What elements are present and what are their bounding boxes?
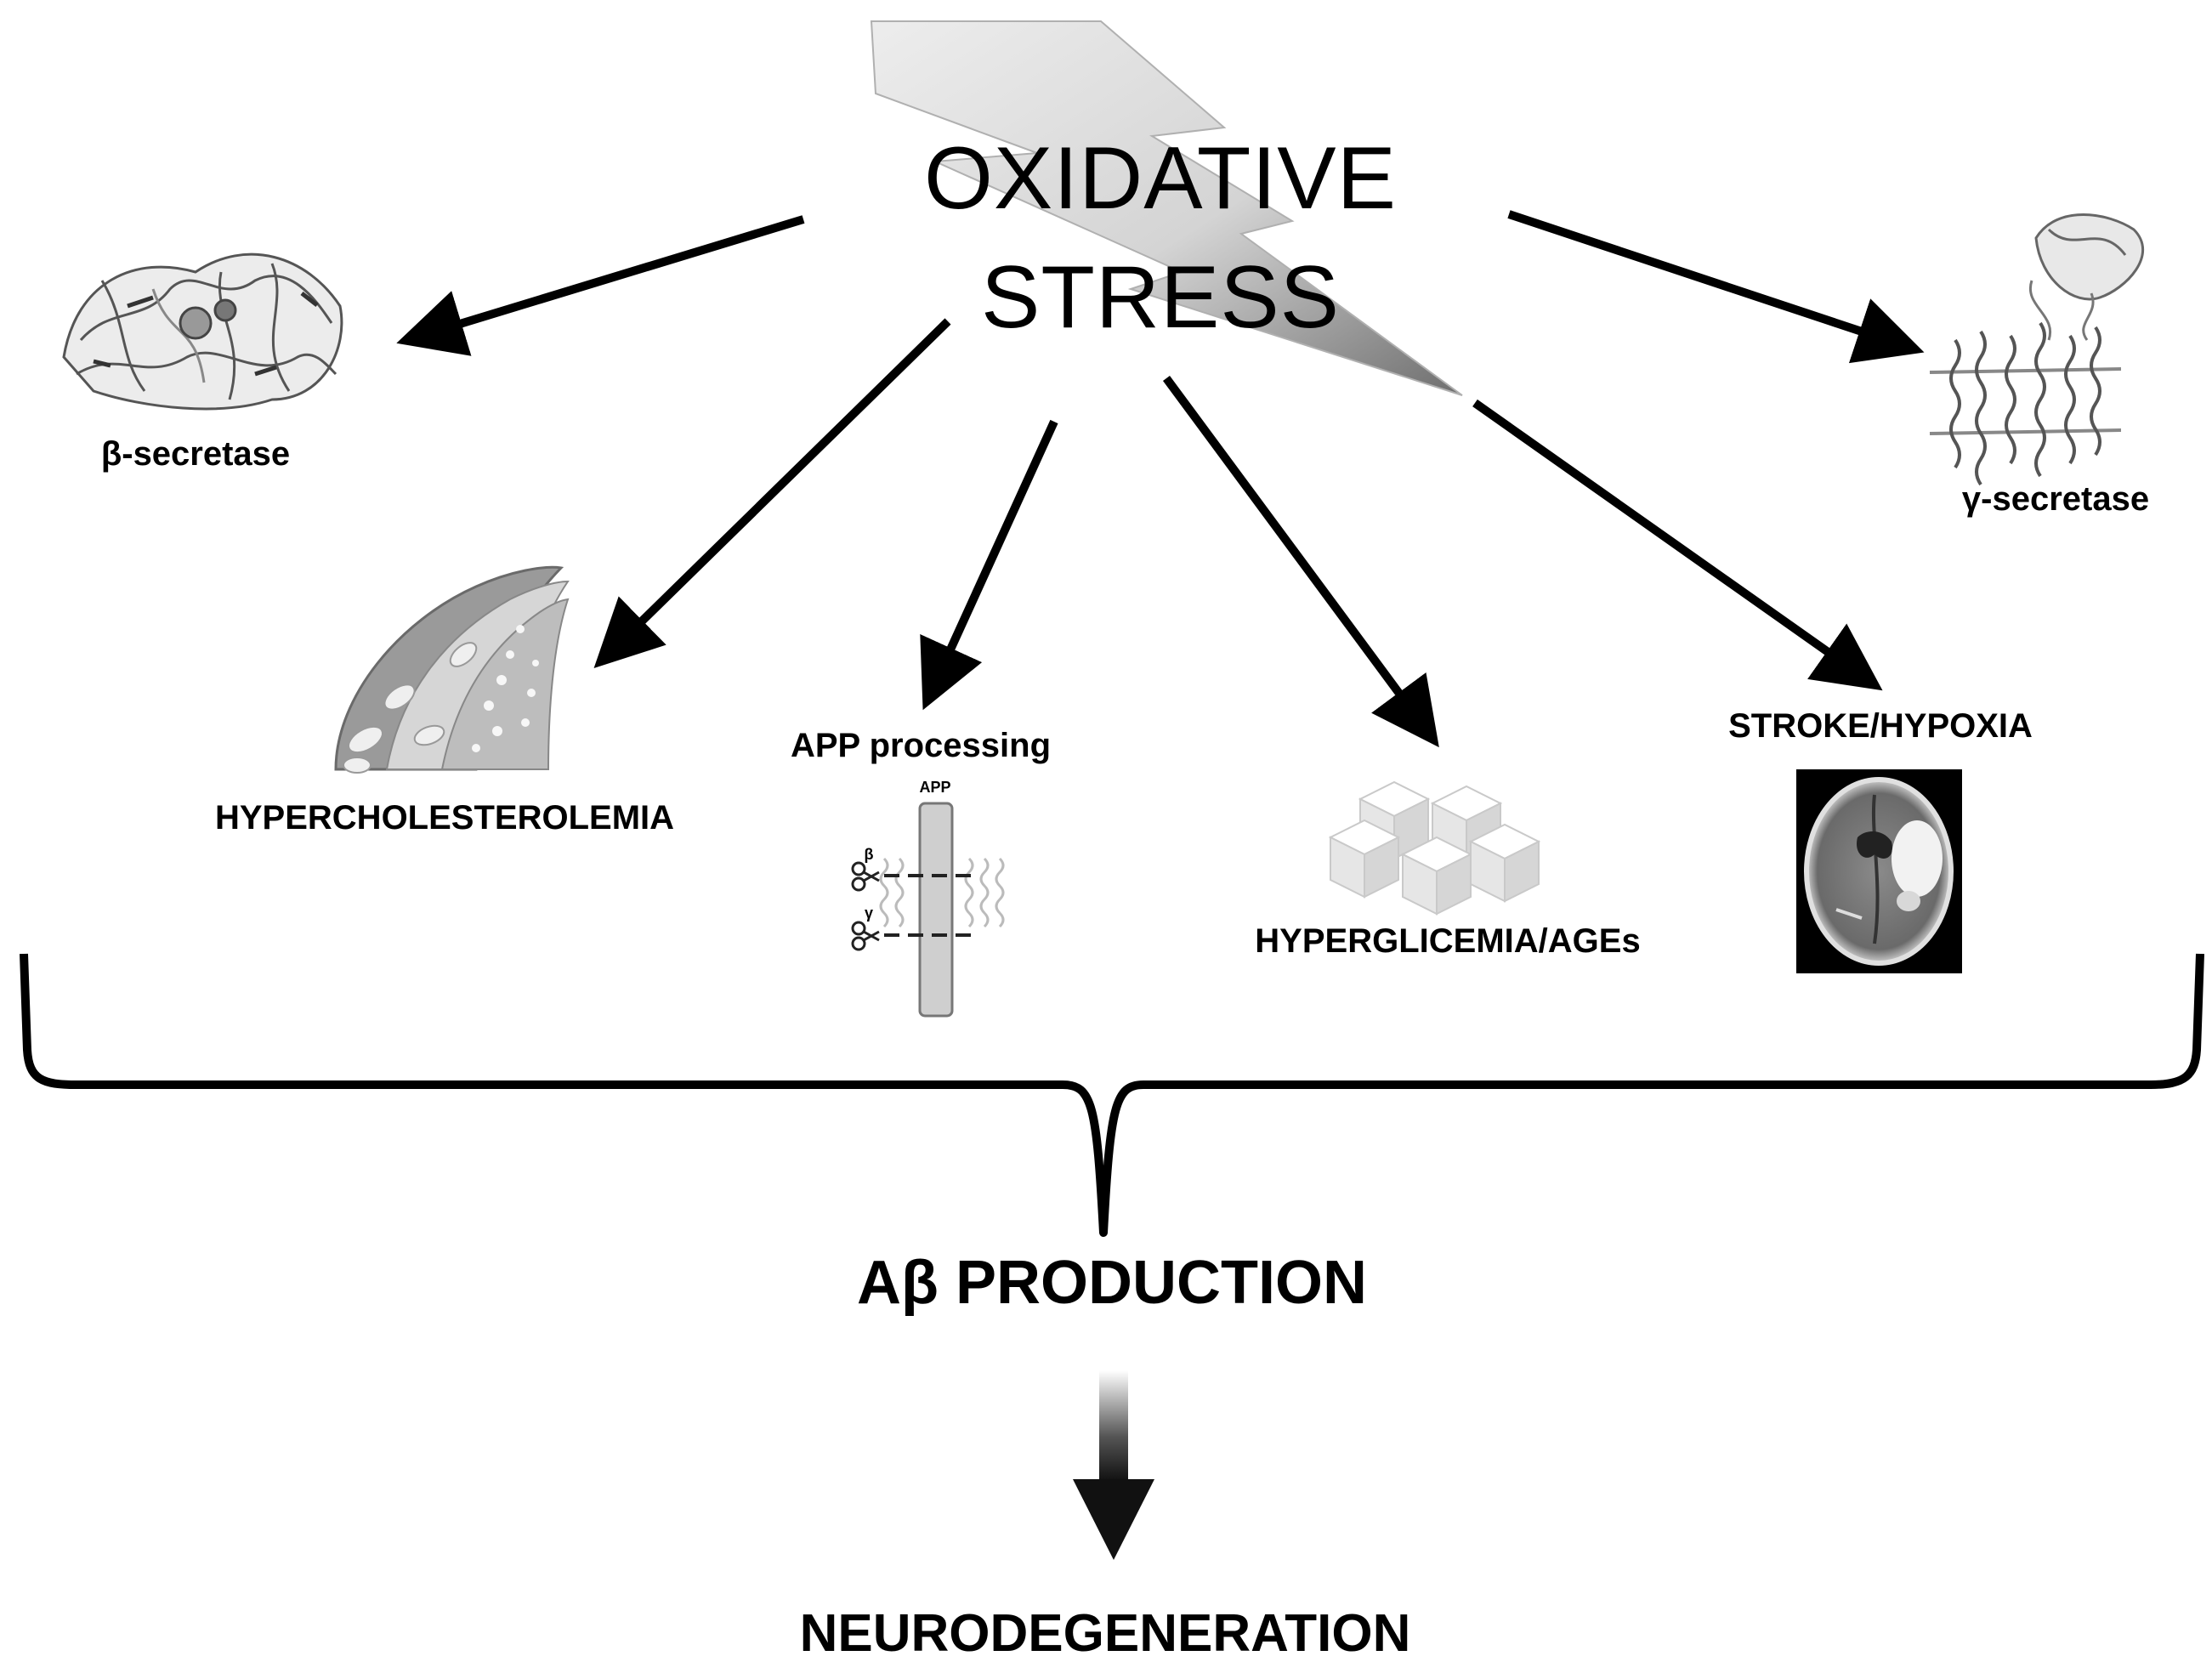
gamma-secretase-structure-icon (1929, 213, 2145, 486)
sugar-cubes-icon (1328, 780, 1541, 916)
title-line-2: STRESS (980, 248, 1341, 347)
lightning-bolt-icon (870, 20, 1463, 396)
artery-plaque-icon (334, 565, 570, 774)
app-beta-label: β (864, 846, 874, 863)
arrow-to-hyperglycemia (1162, 376, 1439, 748)
scissors-beta-icon (851, 861, 880, 892)
brain-ct-scan-image (1796, 769, 1962, 973)
arrow-to-gamma-secretase (1507, 210, 1925, 364)
abeta-production-label: Aβ PRODUCTION (857, 1249, 1367, 1317)
app-top-label: APP (919, 779, 951, 796)
gamma-secretase-label: γ-secretase (1961, 480, 2150, 518)
app-processing-label: APP processing (790, 727, 1052, 764)
arrow-to-stroke (1472, 399, 1883, 691)
down-arrow-icon (1073, 1370, 1154, 1560)
hypercholesterolemia-label: HYPERCHOLESTEROLEMIA (214, 799, 675, 836)
stroke-hypoxia-label: STROKE/HYPOXIA (1728, 707, 2033, 745)
beta-secretase-label: β-secretase (100, 435, 291, 473)
neurodegeneration-label: NEURODEGENERATION (799, 1604, 1411, 1663)
scissors-gamma-icon (851, 921, 880, 951)
hyperglycemia-label: HYPERGLICEMIA/AGEs (1255, 922, 1641, 960)
grouping-brace (20, 953, 2204, 1237)
arrow-to-hypercholesterolemia (593, 318, 951, 668)
app-membrane-schematic (851, 802, 1005, 1018)
arrow-to-app-processing (920, 419, 1058, 711)
arrow-to-beta-secretase (396, 215, 805, 356)
app-gamma-label: γ (864, 905, 874, 922)
title-line-1: OXIDATIVE (923, 129, 1398, 228)
beta-secretase-structure-icon (62, 252, 343, 411)
